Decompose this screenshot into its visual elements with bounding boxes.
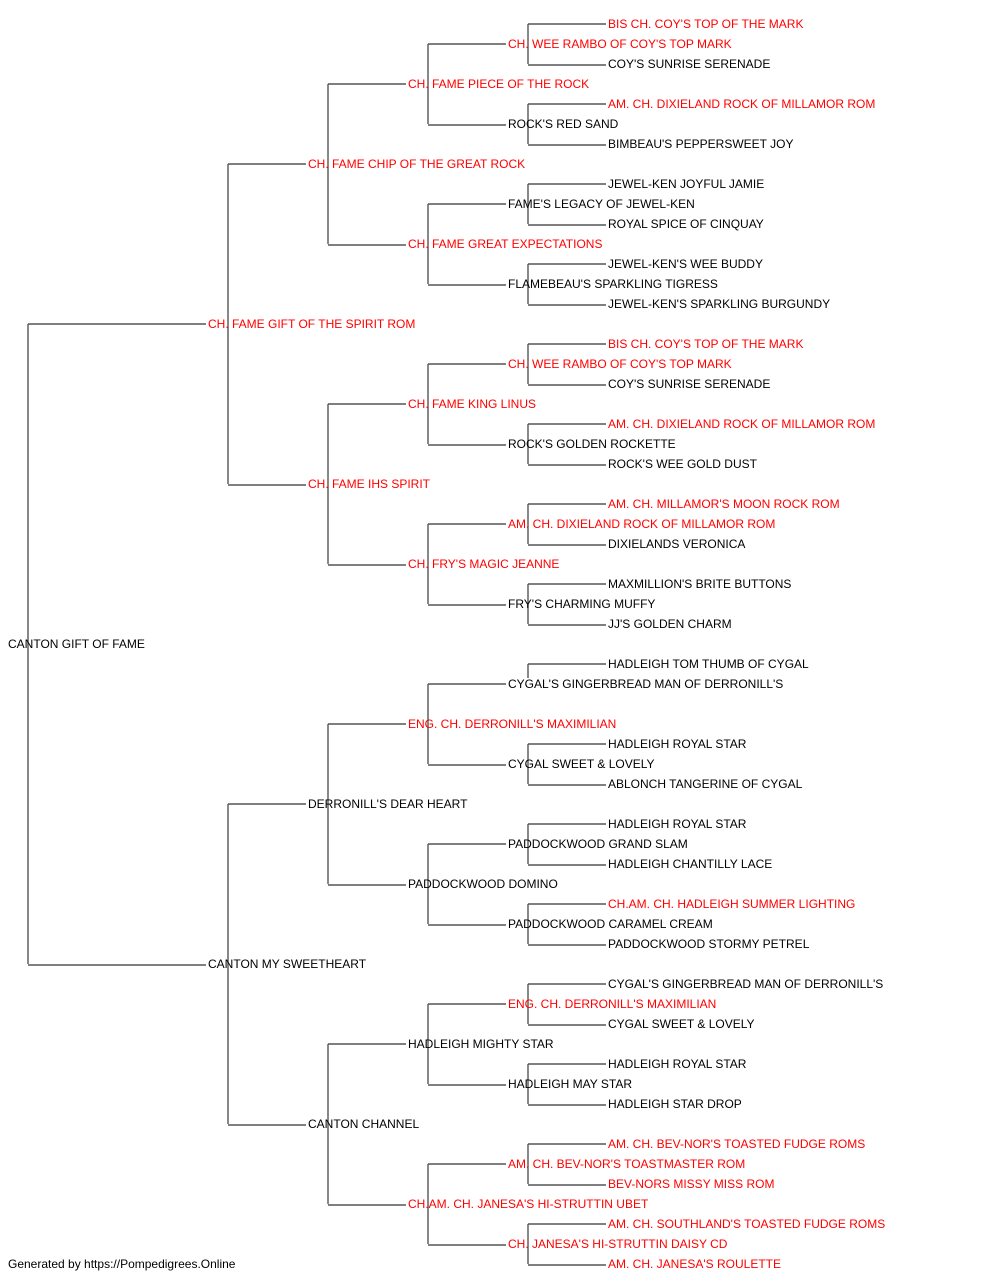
ancestor-name: DERRONILL'S DEAR HEART [308, 797, 468, 811]
ancestor-name: JEWEL-KEN JOYFUL JAMIE [608, 177, 765, 191]
ancestor-name: ENG. CH. DERRONILL'S MAXIMILIAN [408, 717, 617, 731]
ancestor-name: ABLONCH TANGERINE OF CYGAL [608, 777, 803, 791]
ancestor-name: AM. CH. BEV-NOR'S TOASTED FUDGE ROMS [608, 1137, 866, 1151]
ancestor-name: JEWEL-KEN'S WEE BUDDY [608, 257, 763, 271]
ancestor-name: ENG. CH. DERRONILL'S MAXIMILIAN [508, 997, 717, 1011]
ancestor-name: HADLEIGH TOM THUMB OF CYGAL [608, 657, 809, 671]
ancestor-name: FRY'S CHARMING MUFFY [508, 597, 656, 611]
ancestor-name: HADLEIGH MIGHTY STAR [408, 1037, 554, 1051]
ancestor-name: AM. CH. MILLAMOR'S MOON ROCK ROM [608, 497, 840, 511]
ancestor-name: JEWEL-KEN'S SPARKLING BURGUNDY [608, 297, 831, 311]
ancestor-name: CYGAL'S GINGERBREAD MAN OF DERRONILL'S [508, 677, 784, 691]
ancestor-name: FLAMEBEAU'S SPARKLING TIGRESS [508, 277, 718, 291]
ancestor-name: PADDOCKWOOD CARAMEL CREAM [508, 917, 713, 931]
ancestor-name: PADDOCKWOOD STORMY PETREL [608, 937, 810, 951]
ancestor-name: AM. CH. JANESA'S ROULETTE [608, 1257, 781, 1271]
ancestor-name: DIXIELANDS VERONICA [608, 537, 746, 551]
ancestor-name: ROCK'S RED SAND [508, 117, 619, 131]
ancestor-name: CH. WEE RAMBO OF COY'S TOP MARK [508, 37, 732, 51]
ancestor-name: AM. CH. BEV-NOR'S TOASTMASTER ROM [508, 1157, 746, 1171]
ancestor-name: CANTON MY SWEETHEART [208, 957, 367, 971]
ancestor-name: BIMBEAU'S PEPPERSWEET JOY [608, 137, 794, 151]
ancestor-name: CH.AM. CH. JANESA'S HI-STRUTTIN UBET [408, 1197, 649, 1211]
ancestor-name: FAME'S LEGACY OF JEWEL-KEN [508, 197, 695, 211]
ancestor-name: AM. CH. SOUTHLAND'S TOASTED FUDGE ROMS [608, 1217, 886, 1231]
ancestor-name: CANTON CHANNEL [308, 1117, 420, 1131]
ancestor-name: AM. CH. DIXIELAND ROCK OF MILLAMOR ROM [508, 517, 776, 531]
ancestor-name: HADLEIGH STAR DROP [608, 1097, 742, 1111]
ancestor-name: BEV-NORS MISSY MISS ROM [608, 1177, 775, 1191]
ancestor-name: CH. FAME GIFT OF THE SPIRIT ROM [208, 317, 416, 331]
ancestor-name: CH. FAME CHIP OF THE GREAT ROCK [308, 157, 526, 171]
ancestor-name: CH. WEE RAMBO OF COY'S TOP MARK [508, 357, 732, 371]
subject-dog-name: CANTON GIFT OF FAME [8, 637, 145, 651]
ancestor-name: CH. FAME KING LINUS [408, 397, 537, 411]
ancestor-name: COY'S SUNRISE SERENADE [608, 57, 771, 71]
ancestor-name: JJ'S GOLDEN CHARM [608, 617, 732, 631]
ancestor-name: CYGAL SWEET & LOVELY [508, 757, 655, 771]
ancestor-name: ROYAL SPICE OF CINQUAY [608, 217, 764, 231]
ancestor-name: HADLEIGH MAY STAR [508, 1077, 633, 1091]
ancestor-name: ROCK'S GOLDEN ROCKETTE [508, 437, 676, 451]
ancestor-name: BIS CH. COY'S TOP OF THE MARK [608, 17, 804, 31]
ancestor-name: BIS CH. COY'S TOP OF THE MARK [608, 337, 804, 351]
ancestor-name: HADLEIGH ROYAL STAR [608, 817, 747, 831]
ancestor-name: MAXMILLION'S BRITE BUTTONS [608, 577, 792, 591]
ancestor-name: PADDOCKWOOD GRAND SLAM [508, 837, 688, 851]
ancestor-name: COY'S SUNRISE SERENADE [608, 377, 771, 391]
ancestor-name: CH. FAME GREAT EXPECTATIONS [408, 237, 603, 251]
ancestor-name: CYGAL'S GINGERBREAD MAN OF DERRONILL'S [608, 977, 884, 991]
ancestor-name: CYGAL SWEET & LOVELY [608, 1017, 755, 1031]
ancestor-name: ROCK'S WEE GOLD DUST [608, 457, 757, 471]
ancestor-name: HADLEIGH ROYAL STAR [608, 737, 747, 751]
ancestor-name: CH.AM. CH. HADLEIGH SUMMER LIGHTING [608, 897, 856, 911]
generated-by-footer: Generated by https://Pompedigrees.Online [8, 1257, 236, 1271]
ancestor-name: CH. FAME IHS SPIRIT [308, 477, 431, 491]
ancestor-name: HADLEIGH CHANTILLY LACE [608, 857, 773, 871]
ancestor-name: AM. CH. DIXIELAND ROCK OF MILLAMOR ROM [608, 417, 876, 431]
ancestor-name: AM. CH. DIXIELAND ROCK OF MILLAMOR ROM [608, 97, 876, 111]
ancestor-name: CH. FAME PIECE OF THE ROCK [408, 77, 590, 91]
ancestor-name: CH. JANESA'S HI-STRUTTIN DAISY CD [508, 1237, 728, 1251]
ancestor-name: HADLEIGH ROYAL STAR [608, 1057, 747, 1071]
ancestor-name: CH. FRY'S MAGIC JEANNE [408, 557, 560, 571]
ancestor-name: PADDOCKWOOD DOMINO [408, 877, 558, 891]
